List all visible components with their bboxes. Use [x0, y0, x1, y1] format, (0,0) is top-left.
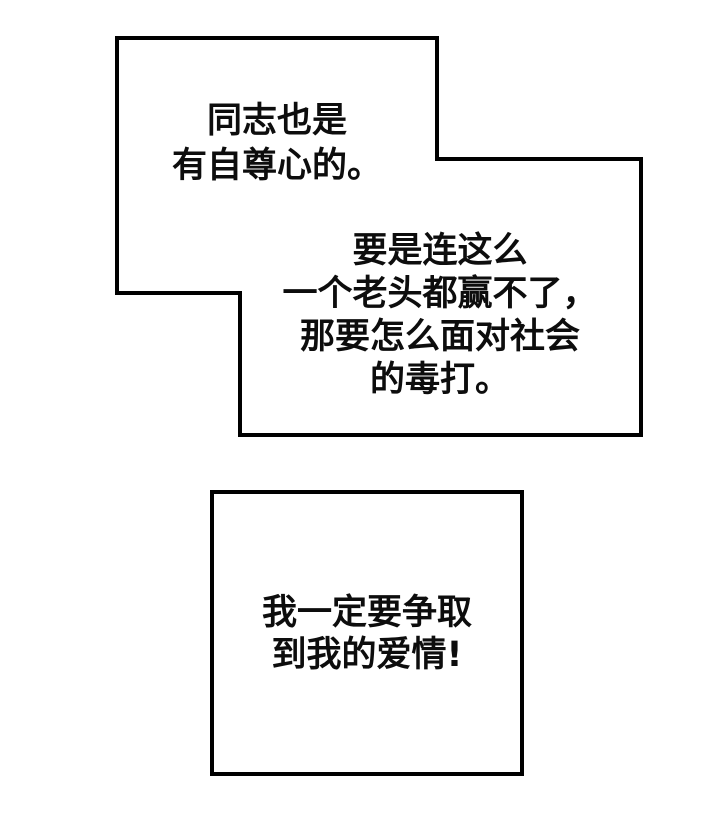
- speech-line: 的毒打。: [369, 360, 510, 400]
- speech-text-pride: 同志也是 有自尊心的。: [117, 99, 437, 189]
- speech-line: 那要怎么面对社会: [299, 317, 580, 357]
- speech-text-old-man: 要是连这么 一个老头都赢不了， 那要怎么面对社会 的毒打。: [239, 230, 641, 402]
- speech-line: 要是连这么: [352, 231, 528, 271]
- speech-line: 有自尊心的。: [171, 146, 382, 186]
- speech-text-love: 我一定要争取 到我的爱情!: [212, 592, 522, 676]
- speech-bubble-bottom: [210, 490, 524, 776]
- speech-bubble-top: [115, 36, 643, 437]
- speech-line: 到我的爱情!: [271, 635, 463, 675]
- speech-line: 一个老头都赢不了，: [282, 274, 598, 314]
- speech-line: 我一定要争取: [261, 593, 472, 633]
- speech-line: 同志也是: [206, 101, 347, 141]
